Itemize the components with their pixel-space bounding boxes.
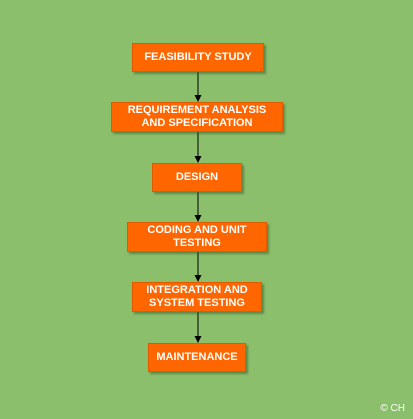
step-requirement-analysis: REQUIREMENT ANALYSIS AND SPECIFICATION xyxy=(111,102,283,132)
arrowhead-1 xyxy=(194,95,202,102)
arrowhead-4 xyxy=(194,275,202,282)
arrowhead-5 xyxy=(194,336,202,343)
step-integration-and-system-testing: INTEGRATION AND SYSTEM TESTING xyxy=(132,282,262,312)
step-label: REQUIREMENT ANALYSIS AND SPECIFICATION xyxy=(127,104,267,129)
step-design: DESIGN xyxy=(152,163,242,192)
step-label: FEASIBILITY STUDY xyxy=(144,51,252,63)
copyright-notice: © CH xyxy=(380,403,405,414)
step-feasibility-study: FEASIBILITY STUDY xyxy=(132,43,264,72)
arrowhead-2 xyxy=(194,156,202,163)
step-label: INTEGRATION AND SYSTEM TESTING xyxy=(146,284,248,309)
step-label: CODING AND UNIT TESTING xyxy=(147,224,247,249)
step-label: DESIGN xyxy=(175,171,219,183)
step-coding-and-unit-testing: CODING AND UNIT TESTING xyxy=(127,222,267,252)
step-label: MAINTENANCE xyxy=(156,351,238,363)
step-maintenance: MAINTENANCE xyxy=(148,343,246,372)
arrowhead-3 xyxy=(194,215,202,222)
